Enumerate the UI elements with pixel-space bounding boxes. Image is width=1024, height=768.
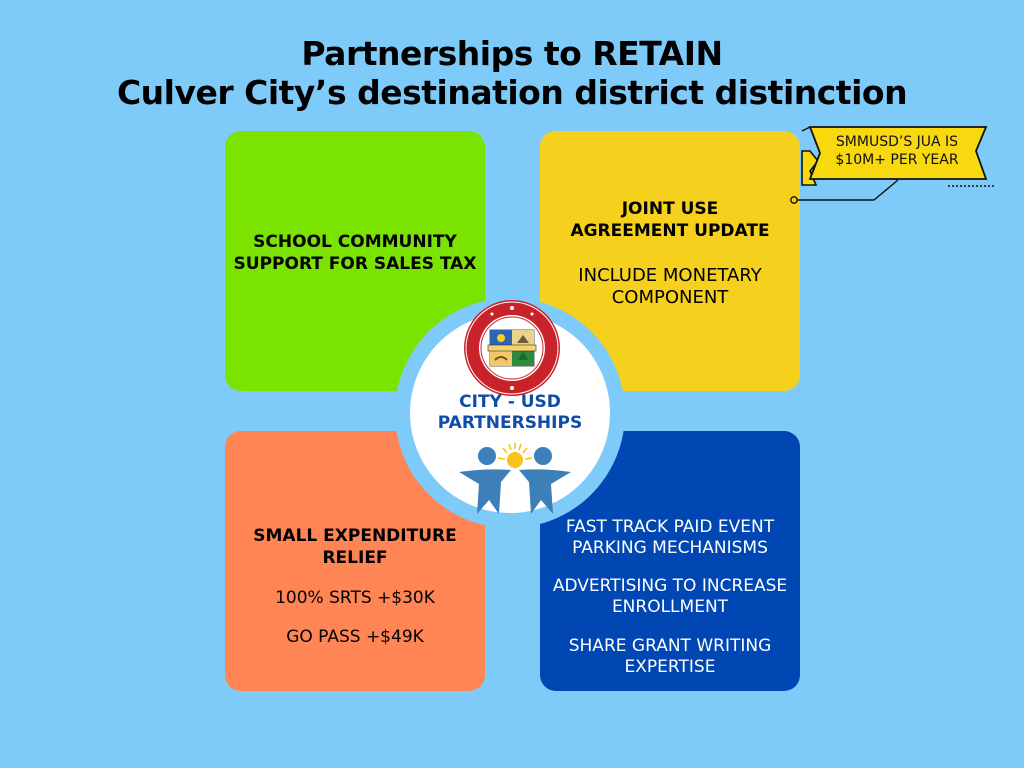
list-item: 100% SRTS +$30K	[275, 588, 435, 608]
quadrant-body: INCLUDE MONETARY COMPONENT	[578, 265, 762, 308]
center-label-line-2: PARTNERSHIPS	[437, 413, 583, 433]
quadrant-heading: JOINT USE AGREEMENT UPDATE	[570, 199, 770, 241]
culver-city-seal-icon	[464, 300, 560, 396]
two-people-sun-icon	[459, 443, 571, 514]
callout-line-2: $10M+ PER YEAR	[835, 152, 959, 168]
sun-icon	[497, 443, 533, 468]
title-line-1: Partnerships to RETAIN	[301, 34, 723, 73]
callout-line-1: SMMUSD’S JUA IS	[835, 134, 959, 150]
center-label: CITY - USD PARTNERSHIPS	[410, 392, 610, 434]
list-item: FAST TRACK PAID EVENT PARKING MECHANISMS	[565, 517, 775, 558]
callout-banner-icon	[801, 126, 988, 186]
quadrant-heading: SMALL EXPENDITURE RELIEF	[253, 526, 457, 568]
slide-title: Partnerships to RETAIN Culver City’s des…	[0, 34, 1024, 112]
quadrant-heading: SCHOOL COMMUNITY SUPPORT FOR SALES TAX	[233, 232, 477, 274]
center-label-line-1: CITY - USD	[459, 392, 561, 412]
title-line-2: Culver City’s destination district disti…	[116, 73, 908, 112]
list-item: ADVERTISING TO INCREASE ENROLLMENT	[552, 576, 788, 617]
quadrant-joint-use: JOINT USE AGREEMENT UPDATE INCLUDE MONET…	[540, 131, 800, 391]
callout-text: SMMUSD’S JUA IS $10M+ PER YEAR	[812, 133, 982, 169]
list-item: GO PASS +$49K	[286, 627, 424, 647]
quadrant-city-support: FAST TRACK PAID EVENT PARKING MECHANISMS…	[540, 431, 800, 691]
quadrant-sales-tax: SCHOOL COMMUNITY SUPPORT FOR SALES TAX	[225, 131, 485, 391]
list-item: SHARE GRANT WRITING EXPERTISE	[568, 636, 772, 677]
